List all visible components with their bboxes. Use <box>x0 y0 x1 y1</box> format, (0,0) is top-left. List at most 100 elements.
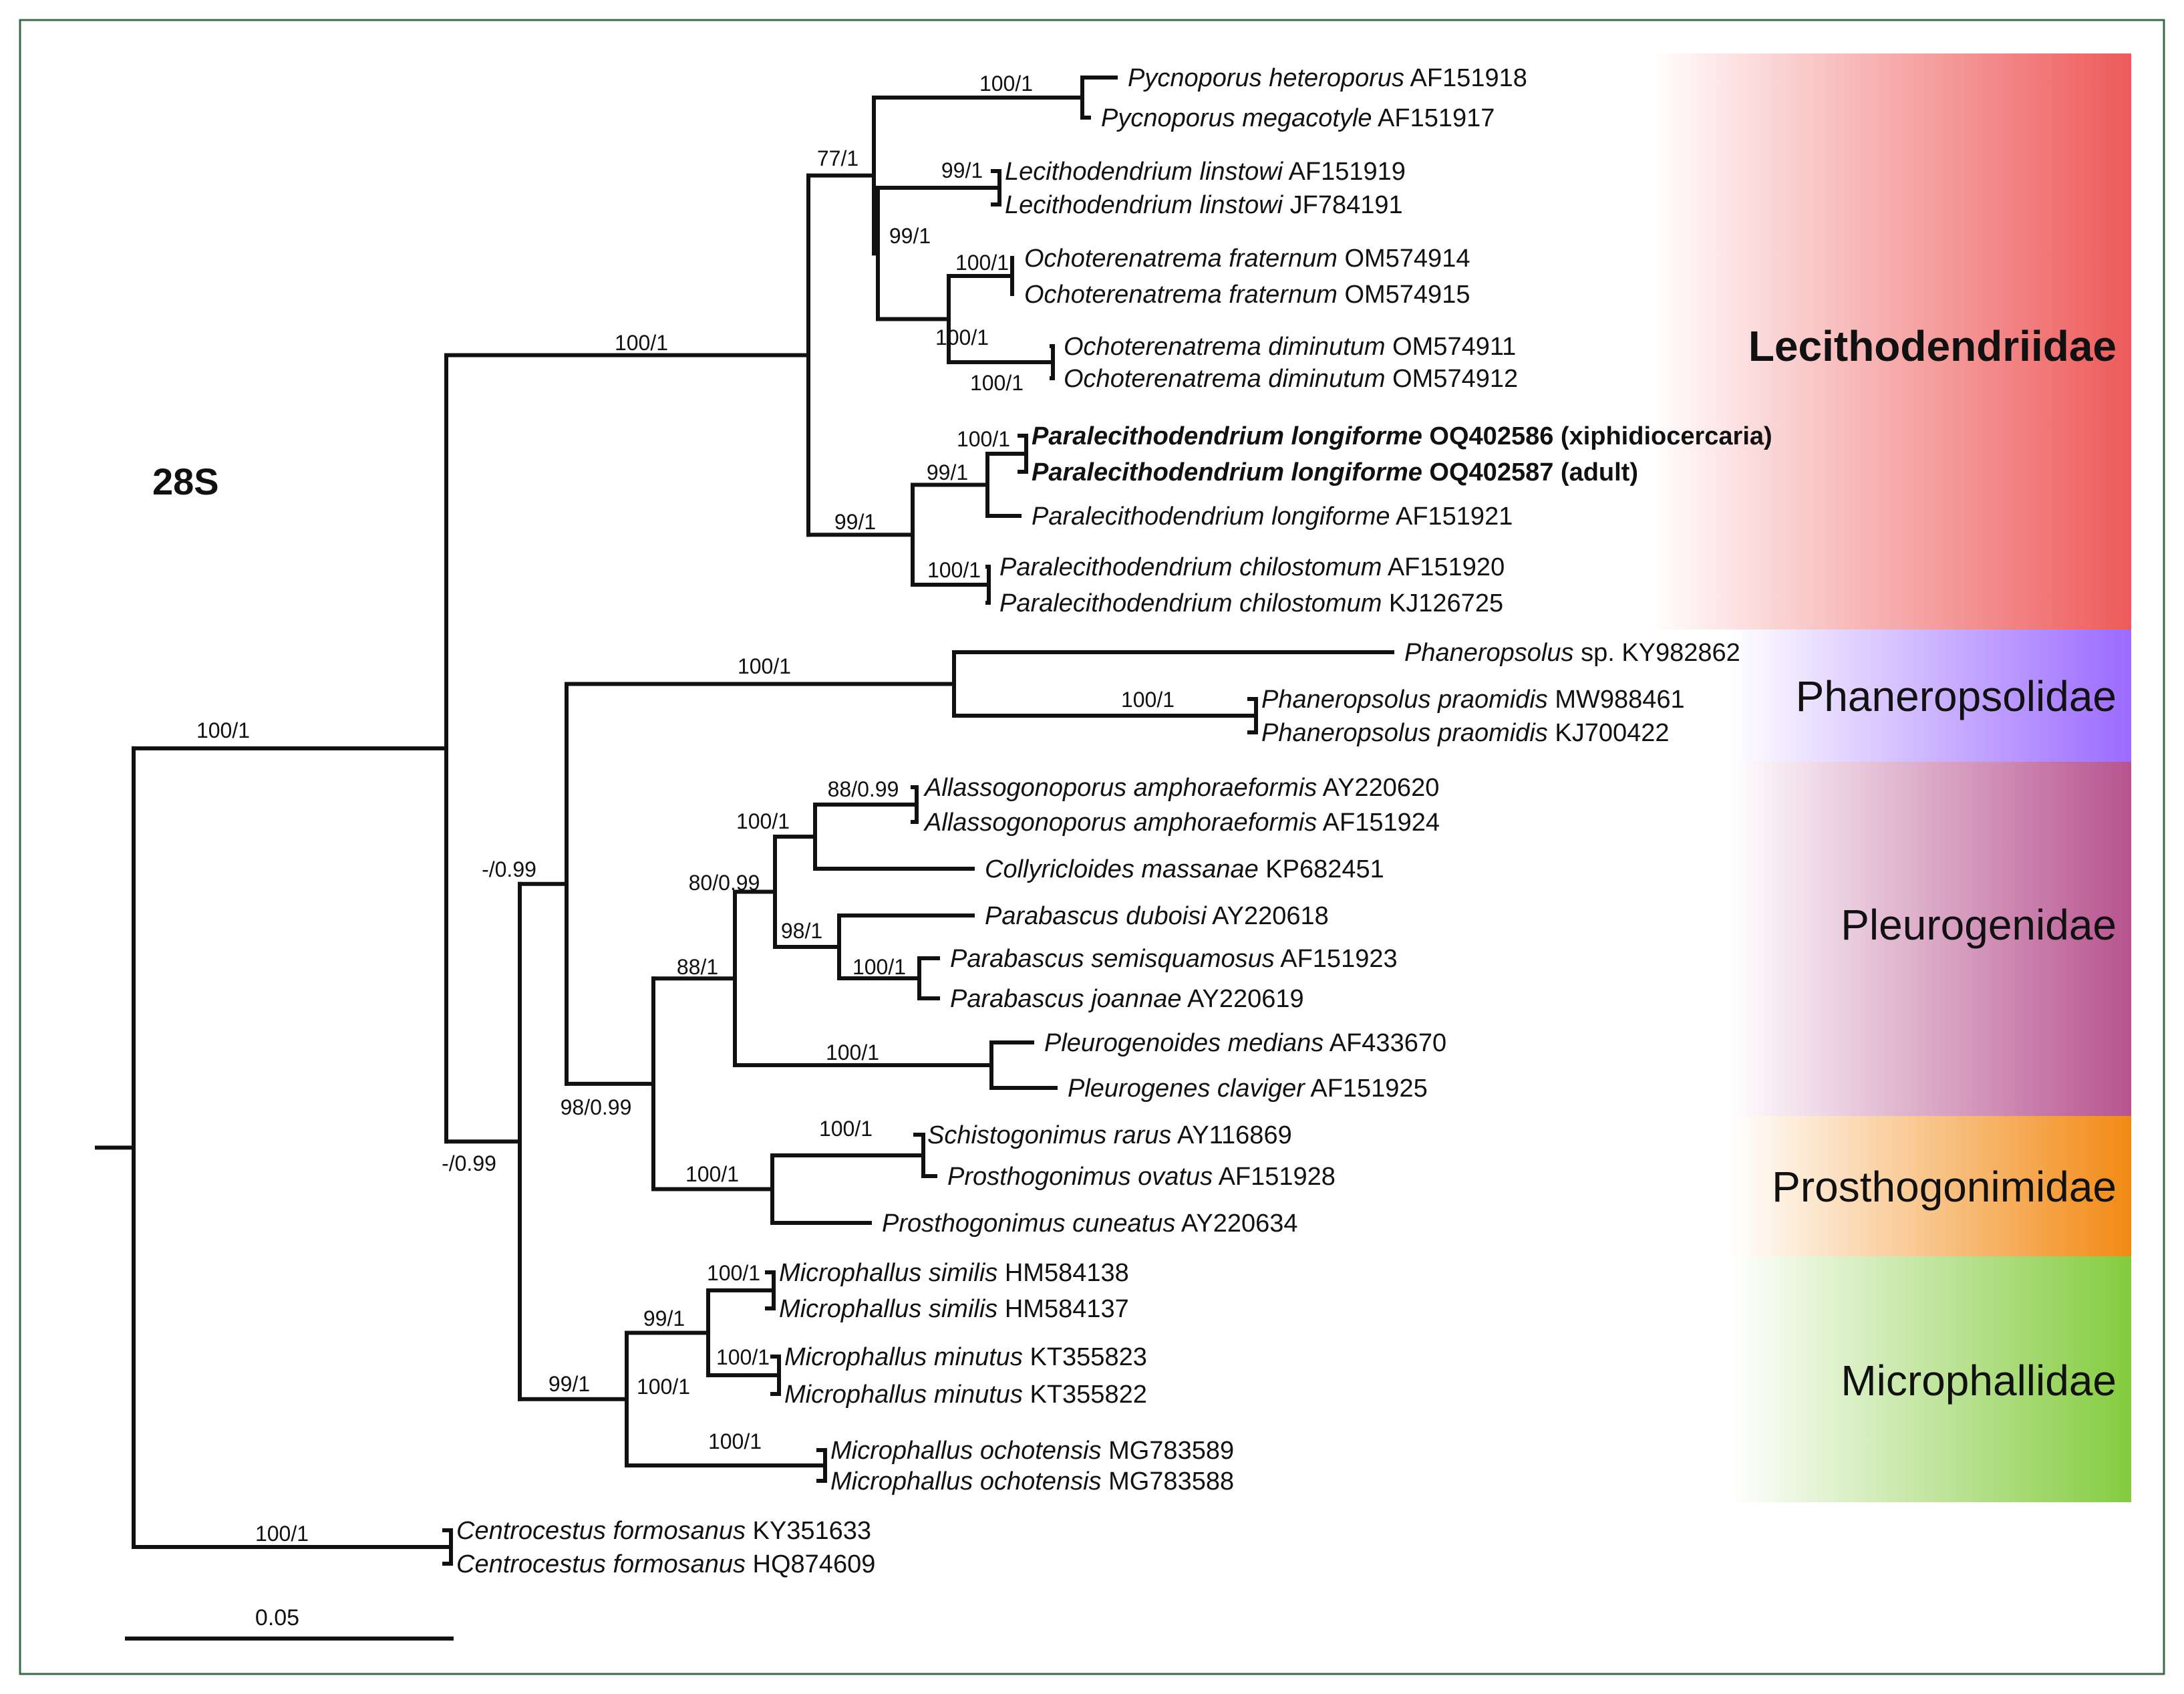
tip-species-name: Prosthogonimus cuneatus <box>882 1210 1175 1238</box>
family-band-microphallidae <box>1730 1256 2131 1502</box>
support-value: 100/1 <box>738 654 791 678</box>
tip-label: Ochoterenatrema fraternum OM574915 <box>1024 281 1470 309</box>
tip-label: Parabascus joannae AY220619 <box>950 985 1304 1013</box>
tip-species-name: Allassogonoporus amphoraeformis <box>923 774 1317 802</box>
support-value: 100/1 <box>935 325 989 349</box>
support-value: 80/0.99 <box>689 871 760 895</box>
tip-label: Paralecithodendrium chilostomum KJ126725 <box>999 589 1503 617</box>
tip-species-name: Paralecithodendrium longiforme <box>1032 422 1422 450</box>
tip-species-name: Paralecithodendrium chilostomum <box>999 589 1382 617</box>
tip-species-name: Microphallus similis <box>779 1295 997 1323</box>
tip-accession: KY982862 <box>1615 639 1740 667</box>
support-value: 99/1 <box>643 1306 685 1330</box>
tip-species-name: Centrocestus formosanus <box>456 1550 746 1578</box>
support-value: 100/1 <box>615 331 668 355</box>
tip-accession: AY116869 <box>1171 1121 1291 1149</box>
support-value: 99/1 <box>549 1372 590 1396</box>
tip-accession: AY220618 <box>1207 902 1329 930</box>
support-value: 99/1 <box>889 224 931 248</box>
family-label-microphallidae: Microphallidae <box>1841 1357 2117 1405</box>
tip-accession: MW988461 <box>1548 686 1685 714</box>
tip-accession: KJ126725 <box>1382 589 1503 617</box>
tip-accession: AF151917 <box>1372 104 1495 132</box>
tip-accession: MG783589 <box>1102 1437 1235 1465</box>
tip-accession: OM574915 <box>1338 281 1470 309</box>
tip-accession: OM574912 <box>1386 365 1519 393</box>
tip-label: Phaneropsolus sp. KY982862 <box>1404 639 1740 667</box>
tip-label: Pleurogenoides medians AF433670 <box>1044 1029 1446 1057</box>
figure-frame <box>19 19 2165 1675</box>
support-value: 100/1 <box>927 558 981 582</box>
tip-accession: OQ402587 (adult) <box>1422 458 1638 486</box>
tip-label: Pleurogenes claviger AF151925 <box>1068 1075 1428 1103</box>
support-value: 100/1 <box>852 955 906 979</box>
tip-accession: KT355822 <box>1023 1381 1147 1409</box>
tip-species-name: Ochoterenatrema diminutum <box>1064 365 1386 393</box>
support-value: 100/1 <box>970 371 1024 395</box>
tip-accession: JF784191 <box>1283 191 1403 219</box>
tip-species-name: Parabascus duboisi <box>985 902 1207 930</box>
support-value: 100/1 <box>979 72 1033 96</box>
support-value: 100/1 <box>955 251 1009 275</box>
tip-accession: AF151923 <box>1275 945 1398 973</box>
tip-label: Lecithodendrium linstowi JF784191 <box>1005 191 1403 219</box>
tip-label: Phaneropsolus praomidis MW988461 <box>1261 686 1685 714</box>
tip-label: Pycnoporus megacotyle AF151917 <box>1101 104 1495 132</box>
tree-branches <box>95 76 1394 1566</box>
tip-accession: OM574911 <box>1386 333 1517 361</box>
scale-bar-label: 0.05 <box>255 1605 299 1631</box>
tip-label: Paralecithodendrium longiforme OQ402586 … <box>1032 422 1772 450</box>
support-value: 98/1 <box>781 919 822 943</box>
support-value: 99/1 <box>941 158 983 182</box>
tip-accession: KT355823 <box>1023 1343 1147 1371</box>
tip-species-name: Microphallus ochotensis <box>830 1437 1102 1465</box>
tip-species-name: Pleurogenes claviger <box>1068 1075 1305 1103</box>
family-band-lecithodendriidae <box>1650 53 2131 629</box>
tip-species-name: Centrocestus formosanus <box>456 1517 746 1545</box>
tip-species-name: Microphallus minutus <box>784 1343 1023 1371</box>
tip-label: Phaneropsolus praomidis KJ700422 <box>1261 719 1670 747</box>
tip-species-name: Parabascus semisquamosus <box>950 945 1275 973</box>
tip-species-name: Phaneropsolus praomidis <box>1261 686 1548 714</box>
support-value: 100/1 <box>957 427 1010 451</box>
support-value: 100/1 <box>826 1040 879 1065</box>
tip-label: Prosthogonimus ovatus AF151928 <box>947 1163 1336 1191</box>
tip-species-name: Schistogonimus rarus <box>927 1121 1171 1149</box>
tip-species-name: Paralecithodendrium chilostomum <box>999 553 1382 581</box>
tip-species-name: Paralecithodendrium longiforme <box>1032 503 1390 531</box>
tip-label: Collyricloides massanae KP682451 <box>985 855 1384 883</box>
tip-accession: HM584138 <box>997 1259 1128 1287</box>
tip-label: Ochoterenatrema fraternum OM574914 <box>1024 245 1470 273</box>
tree-title: 28S <box>152 460 219 503</box>
tip-accession: MG783588 <box>1102 1467 1235 1496</box>
tip-label: Ochoterenatrema diminutum OM574911 <box>1064 333 1516 361</box>
tip-label: Parabascus duboisi AY220618 <box>985 902 1329 930</box>
family-band-phaneropsolidae <box>1730 629 2131 762</box>
family-band-prosthogonimidae <box>1730 1116 2131 1256</box>
tip-label: Paralecithodendrium longiforme AF151921 <box>1032 503 1513 531</box>
support-value: 100/1 <box>196 718 250 742</box>
tip-label: Microphallus minutus KT355822 <box>784 1381 1147 1409</box>
tip-accession: OQ402586 (xiphidiocercaria) <box>1422 422 1772 450</box>
tip-label: Parabascus semisquamosus AF151923 <box>950 945 1398 973</box>
tip-accession: AF151920 <box>1382 553 1505 581</box>
support-value: -/0.99 <box>442 1151 496 1175</box>
tip-accession: AF151928 <box>1213 1163 1336 1191</box>
tip-species-suffix: sp. <box>1574 639 1615 667</box>
tip-species-name: Pycnoporus heteroporus <box>1128 64 1404 92</box>
support-value: 88/0.99 <box>828 777 899 801</box>
support-value: 100/1 <box>736 809 790 833</box>
tip-label: Schistogonimus rarus AY116869 <box>927 1121 1292 1149</box>
support-value: 100/1 <box>708 1429 762 1453</box>
family-band-pleurogenidae <box>1730 762 2131 1116</box>
tip-species-name: Ochoterenatrema fraternum <box>1024 281 1338 309</box>
tip-labels: Pycnoporus heteroporus AF151918Pycnoporu… <box>456 64 1772 1578</box>
support-value: 99/1 <box>927 460 968 484</box>
tip-species-name: Lecithodendrium linstowi <box>1005 158 1284 186</box>
tip-species-name: Ochoterenatrema fraternum <box>1024 245 1338 273</box>
tip-accession: KP682451 <box>1259 855 1384 883</box>
support-value: 100/1 <box>255 1522 309 1546</box>
tip-accession: AY220619 <box>1181 985 1303 1013</box>
